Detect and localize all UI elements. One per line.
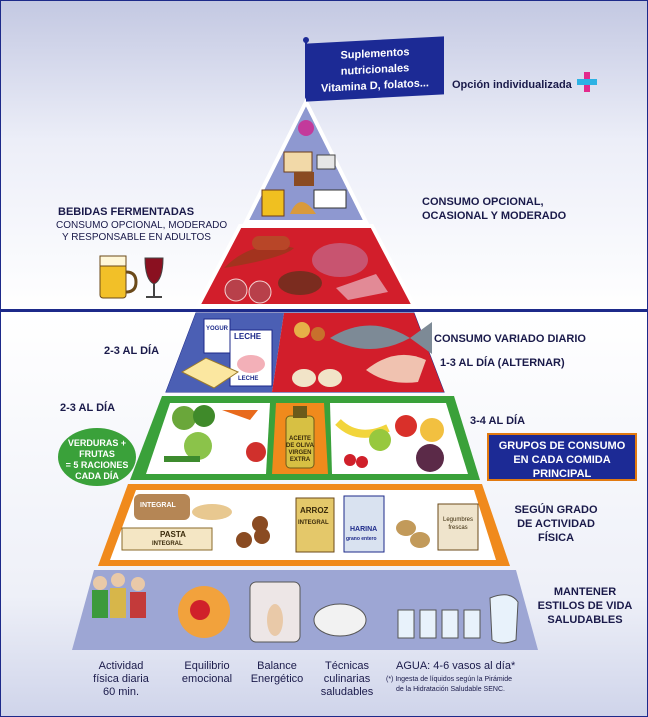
activity-line-1: Actividad	[98, 660, 144, 672]
caption-physical-activity: Actividad física diaria 60 min.	[86, 660, 156, 699]
fermented-drinks-icons	[99, 255, 164, 299]
label-legumbres: Legumbres frescas	[438, 516, 478, 532]
main-groups-line-2: EN CADA COMIDA	[513, 454, 611, 466]
label-leche: LECHE	[234, 332, 262, 341]
hydration-note-1: (*) Ingesta de líquidos según la Pirámid…	[386, 676, 513, 683]
badge-line-1: VERDURAS +	[67, 438, 127, 448]
optional-consumption-line-1: CONSUMO OPCIONAL,	[422, 196, 544, 208]
protein-frequency: 1-3 AL DÍA (ALTERNAR)	[440, 357, 565, 369]
dairy-frequency: 2-3 AL DÍA	[104, 345, 160, 357]
emotional-line-2: emocional	[181, 673, 233, 685]
energy-line-2: Energético	[250, 673, 304, 685]
protein-icons	[292, 322, 432, 387]
label-arroz-integral: INTEGRAL	[298, 520, 329, 526]
five-portions-badge: VERDURAS + FRUTAS = 5 RACIONES CADA DÍA	[58, 428, 136, 486]
label-harina-sub: grano entero	[346, 536, 377, 542]
label-pasta: PASTA	[160, 530, 186, 539]
beverages-title: BEBIDAS FERMENTADAS	[58, 206, 195, 218]
vegetable-frequency: 2-3 AL DÍA	[60, 402, 116, 414]
lifestyle-note-2: ESTILOS DE VIDA	[537, 600, 633, 612]
grains-note-1: SEGÚN GRADO	[514, 504, 598, 516]
fruit-frequency: 3-4 AL DÍA	[470, 415, 526, 427]
aceite-line-1: ACEITE	[288, 436, 311, 442]
vegetable-icons	[164, 405, 266, 462]
lifestyle-icons	[92, 573, 519, 644]
supplements-flag: Suplementos nutricionales Vitamina D, fo…	[306, 36, 444, 102]
flag-pole-tip	[303, 37, 309, 43]
label-arroz: ARROZ	[300, 506, 329, 515]
hydration-note-2: de la Hidratación Saludable SENC.	[396, 686, 505, 693]
fruit-icons	[335, 415, 444, 472]
activity-line-2: física diaria	[93, 673, 149, 685]
label-yogur: YOGUR	[206, 326, 229, 332]
oil-bottle-icon	[285, 406, 315, 469]
cooking-line-3: saludables	[320, 686, 374, 698]
caption-energy-balance: Balance Energético	[240, 660, 314, 686]
lifestyle-note-1: MANTENER	[553, 586, 617, 598]
cooking-line-2: culinarias	[323, 673, 371, 685]
caption-cooking-techniques: Técnicas culinarias saludables	[310, 660, 384, 699]
beverages-sub-1: CONSUMO OPCIONAL, MODERADO	[56, 220, 228, 231]
badge-line-3: = 5 RACIONES	[65, 460, 129, 470]
beverages-sub-2: Y RESPONSABLE EN ADULTOS	[62, 232, 211, 243]
grain-icons	[121, 494, 479, 553]
label-leche-tetra: LECHE	[238, 376, 259, 382]
emotional-line-1: Equilibrio	[184, 660, 230, 672]
dairy-icons	[180, 318, 273, 389]
badge-line-4: CADA DÍA	[75, 471, 119, 481]
caption-emotional-balance: Equilibrio emocional	[170, 660, 244, 686]
main-meal-groups-box: GRUPOS DE CONSUMO EN CADA COMIDA PRINCIP…	[487, 433, 637, 481]
label-integral-bread: INTEGRAL	[140, 502, 176, 509]
main-groups-line-3: PRINCIPAL	[532, 468, 592, 480]
badge-line-2: FRUTAS	[79, 449, 115, 459]
grains-note-3: FÍSICA	[537, 532, 575, 544]
lifestyle-note-3: SALUDABLES	[547, 614, 623, 626]
cooking-line-1: Técnicas	[324, 660, 370, 672]
caption-water: AGUA: 4-6 vasos al día*	[396, 660, 516, 672]
activity-line-3: 60 min.	[102, 686, 140, 698]
varied-daily-consumption: CONSUMO VARIADO DIARIO	[434, 333, 586, 345]
energy-line-1: Balance	[257, 660, 297, 672]
grains-note-2: DE ACTIVIDAD	[517, 518, 595, 530]
label-pasta-integral: INTEGRAL	[152, 541, 183, 547]
aceite-line-3: VIRGEN	[288, 450, 312, 456]
optional-consumption-line-2: OCASIONAL Y MODERADO	[422, 210, 567, 222]
label-aceite: ACEITE DE OLIVA VIRGEN EXTRA	[284, 436, 316, 464]
label-harina: HARINA	[350, 526, 378, 533]
individual-option-icon	[577, 72, 597, 92]
aceite-line-4: EXTRA	[289, 457, 311, 463]
sweets-icons	[261, 120, 347, 217]
aceite-line-2: DE OLIVA	[286, 443, 314, 449]
legumbres-line-2: frescas	[448, 525, 468, 531]
individual-option-label: Opción individualizada	[452, 79, 572, 91]
main-groups-line-1: GRUPOS DE CONSUMO	[498, 440, 626, 452]
processed-meat-icons	[224, 236, 388, 304]
legumbres-line-1: Legumbres	[442, 517, 474, 523]
section-divider	[0, 309, 648, 312]
